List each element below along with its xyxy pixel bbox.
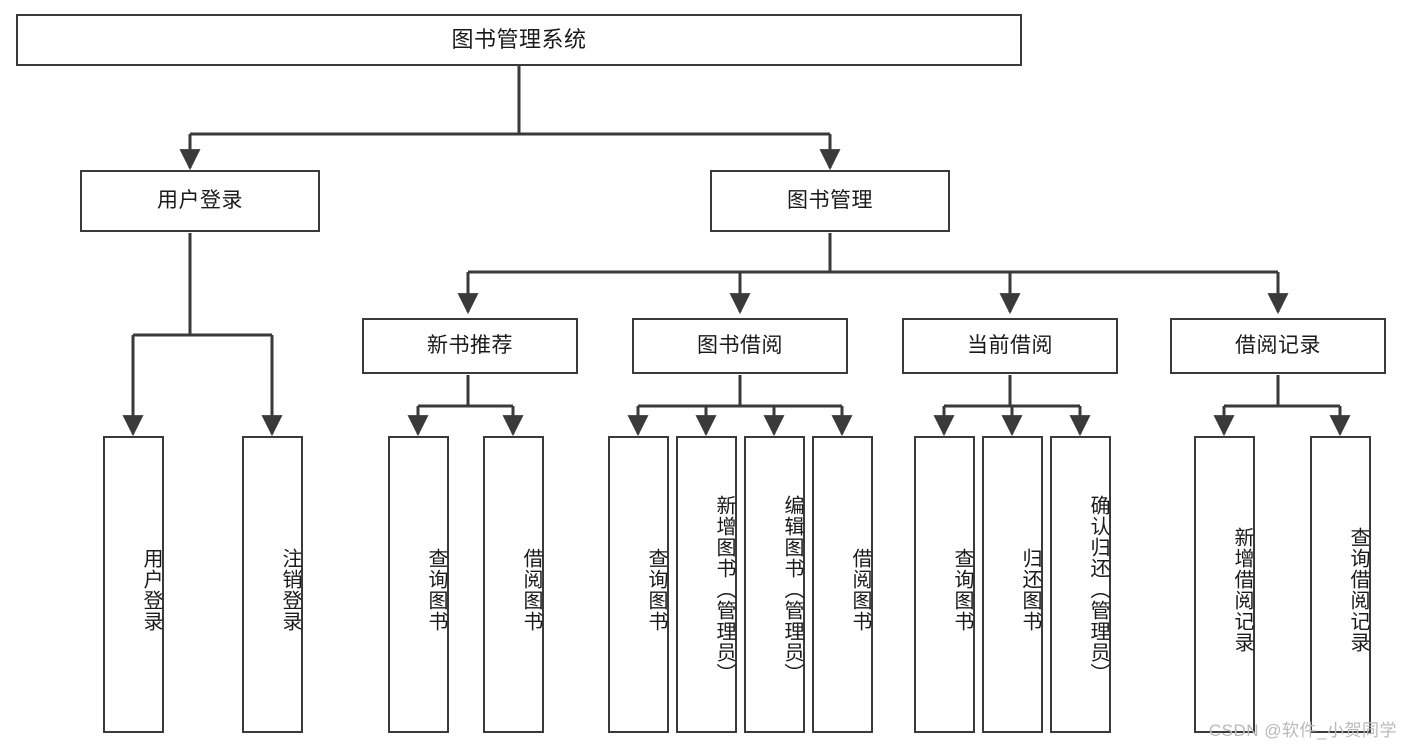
node-label: 借阅记录 <box>1235 334 1321 358</box>
leaf-logout[interactable]: 注销登录 <box>242 436 303 733</box>
leaf-borrow-books-borrow[interactable]: 借阅图书 <box>812 436 873 733</box>
node-label: 编辑图书（管理员） <box>781 495 803 684</box>
leaf-add-book-admin[interactable]: 新增图书（管理员） <box>676 436 737 733</box>
leaf-add-borrow-record[interactable]: 新增借阅记录 <box>1194 436 1255 733</box>
node-borrowing-record[interactable]: 借阅记录 <box>1170 318 1386 374</box>
node-label: 查询图书 <box>951 547 973 632</box>
node-label: 用户登录 <box>157 189 243 213</box>
node-current-borrowing[interactable]: 当前借阅 <box>902 318 1118 374</box>
leaf-confirm-return-admin[interactable]: 确认归还（管理员） <box>1050 436 1111 733</box>
node-label: 图书管理 <box>787 189 873 213</box>
node-label: 新增图书（管理员） <box>713 495 735 684</box>
leaf-query-books-newbook[interactable]: 查询图书 <box>388 436 449 733</box>
leaf-borrow-books-newbook[interactable]: 借阅图书 <box>483 436 544 733</box>
node-root-book-management-system[interactable]: 图书管理系统 <box>16 14 1022 66</box>
leaf-query-borrow-record[interactable]: 查询借阅记录 <box>1310 436 1371 733</box>
leaf-user-login[interactable]: 用户登录 <box>103 436 164 733</box>
node-label: 当前借阅 <box>967 334 1053 358</box>
node-user-login[interactable]: 用户登录 <box>80 170 320 232</box>
node-new-book-recommendation[interactable]: 新书推荐 <box>362 318 578 374</box>
node-label: 查询图书 <box>425 547 447 632</box>
leaf-query-books-current[interactable]: 查询图书 <box>914 436 975 733</box>
leaf-edit-book-admin[interactable]: 编辑图书（管理员） <box>744 436 805 733</box>
node-label: 确认归还（管理员） <box>1087 495 1109 684</box>
node-label: 借阅图书 <box>849 547 871 632</box>
node-label: 借阅图书 <box>520 547 542 632</box>
node-label: 用户登录 <box>140 547 162 632</box>
node-label: 注销登录 <box>279 547 301 632</box>
node-book-management[interactable]: 图书管理 <box>710 170 950 232</box>
node-book-borrowing[interactable]: 图书借阅 <box>632 318 848 374</box>
node-label: 图书借阅 <box>697 334 783 358</box>
node-label: 查询借阅记录 <box>1347 526 1369 653</box>
leaf-query-books-borrow[interactable]: 查询图书 <box>608 436 669 733</box>
node-label: 新增借阅记录 <box>1231 526 1253 653</box>
node-label: 归还图书 <box>1019 547 1041 632</box>
node-label: 查询图书 <box>645 547 667 632</box>
node-label: 新书推荐 <box>427 334 513 358</box>
leaf-return-books[interactable]: 归还图书 <box>982 436 1043 733</box>
node-label: 图书管理系统 <box>451 26 587 52</box>
